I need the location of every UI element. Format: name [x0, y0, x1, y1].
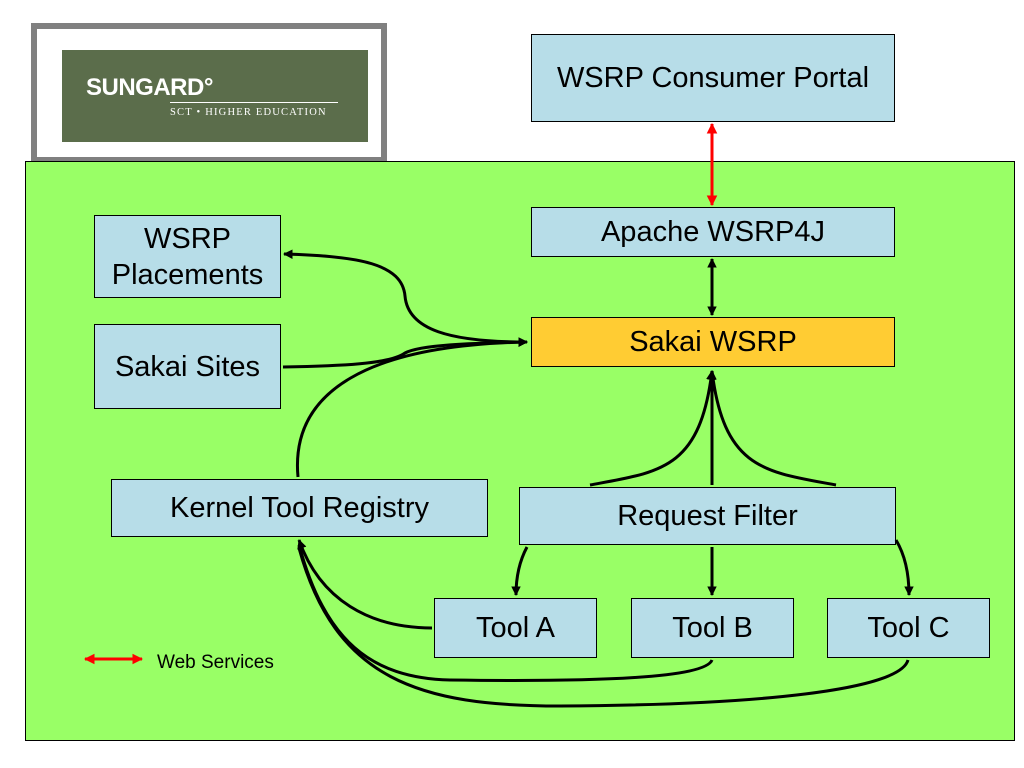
tool-c-registry-connector [297, 547, 910, 708]
node-label: Tool A [476, 612, 555, 644]
node-label: WSRP Consumer Portal [556, 62, 870, 94]
node-request-filter: Request Filter [519, 487, 896, 545]
logo-divider [170, 102, 338, 103]
node-label: Tool C [867, 612, 950, 644]
node-sakai-sites: Sakai Sites [94, 324, 281, 409]
tool-a-registry-connector [297, 539, 433, 630]
logo-frame: SUNGARD° SCT • HIGHER EDUCATION [31, 23, 387, 163]
node-label: Tool B [672, 612, 753, 644]
filter-left-connector [589, 370, 716, 487]
node-apache-wsrp4j: Apache WSRP4J [531, 207, 895, 257]
node-sakai-wsrp: Sakai WSRP [531, 317, 895, 367]
node-label: Request Filter [617, 500, 798, 532]
node-tool-c: Tool C [827, 598, 990, 658]
sungard-logo: SUNGARD° SCT • HIGHER EDUCATION [62, 50, 368, 142]
filter-tool-a-connector [511, 546, 529, 596]
node-wsrp-placements: WSRP Placements [94, 215, 281, 298]
placements-connector [283, 249, 528, 347]
node-label: Sakai WSRP [629, 326, 797, 358]
sites-connector [282, 337, 528, 369]
node-kernel-tool-registry: Kernel Tool Registry [111, 479, 488, 537]
node-label: Apache WSRP4J [600, 216, 826, 248]
node-tool-a: Tool A [434, 598, 597, 658]
node-label: Sakai Sites [114, 350, 261, 383]
node-label: WSRP Placements [111, 222, 264, 291]
node-tool-b: Tool B [631, 598, 794, 658]
legend-web-services-label: Web Services [157, 652, 274, 673]
filter-tool-c-connector [894, 539, 914, 596]
logo-tagline: SCT • HIGHER EDUCATION [170, 107, 327, 118]
registry-connector [295, 337, 528, 478]
node-wsrp-consumer-portal: WSRP Consumer Portal [531, 34, 895, 122]
logo-name: SUNGARD° [86, 74, 213, 101]
filter-right-connector [710, 370, 837, 487]
node-label: Kernel Tool Registry [170, 492, 429, 524]
